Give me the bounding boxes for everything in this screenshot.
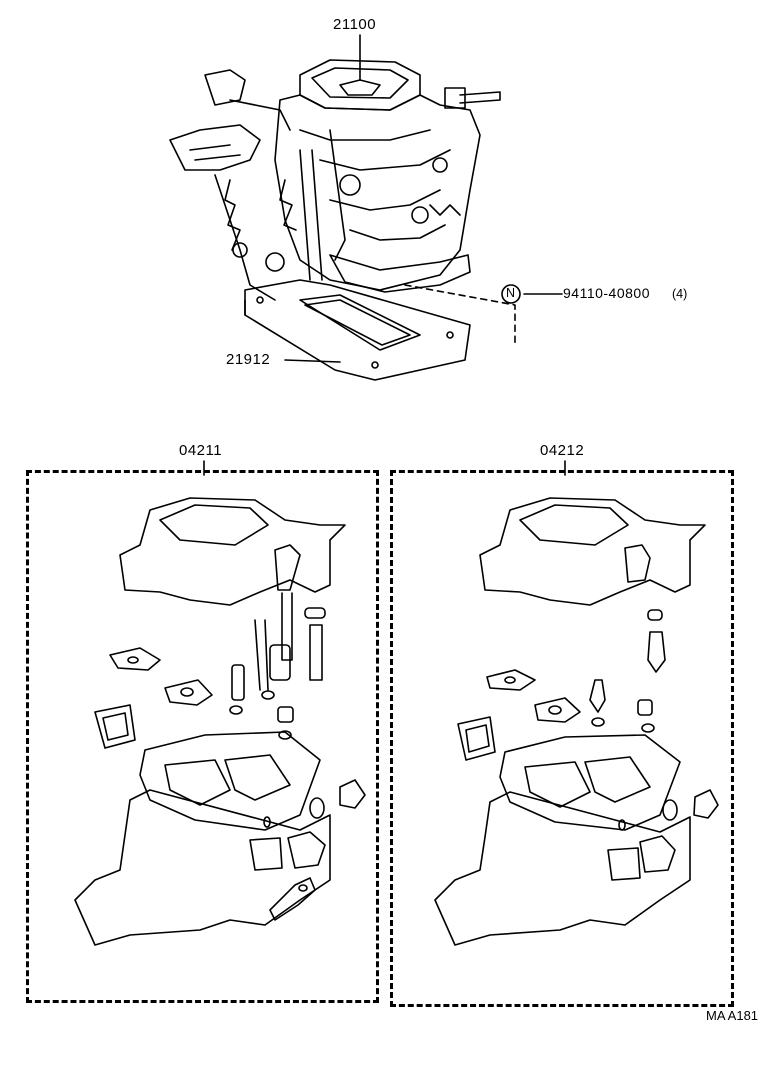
leader-21912 [284,359,341,363]
new-part-letter: N [506,286,516,300]
leader-nut-dashed [404,284,516,346]
kit-box-04211 [26,470,379,1003]
callout-21912: 21912 [226,351,271,368]
kit-box-04212 [390,470,734,1007]
kit-04212-art [434,497,719,946]
callout-nut-part: 94110-40800 [563,285,650,301]
carburetor-assembly [169,59,501,301]
callout-nut-qty: (4) [672,287,688,301]
kit-04211-art [74,497,366,946]
kit-label-04212: 04212 [540,442,585,459]
figure-code: MA A181 [706,1008,759,1023]
insulator-gasket [244,279,471,381]
callout-21100: 21100 [333,16,377,33]
new-part-symbol [501,284,521,304]
kit-label-04211: 04211 [179,442,223,459]
